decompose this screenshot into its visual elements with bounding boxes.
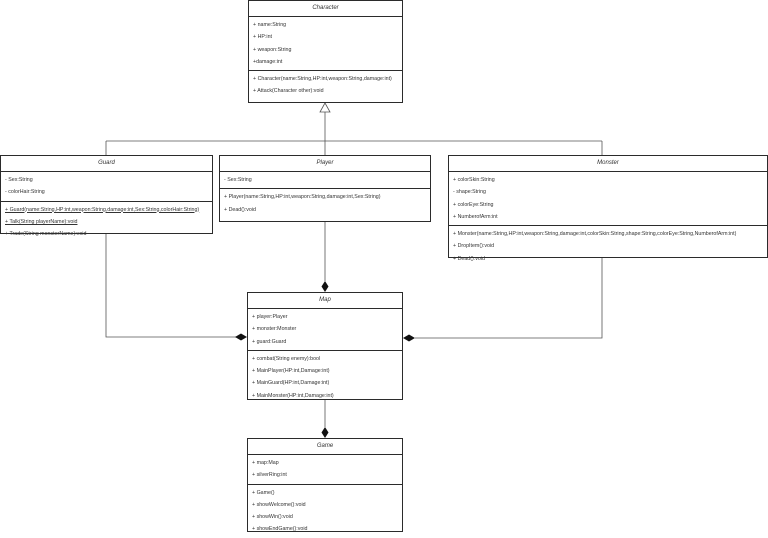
attribute: + colorEye:String: [453, 201, 494, 208]
attribute: - colorHair:String: [5, 189, 45, 196]
monster-map-diamond: [403, 334, 415, 342]
class-character[interactable]: Character + name:String + HP:int + weapo…: [248, 0, 403, 103]
attributes-section: + name:String + HP:int + weapon:String +…: [249, 17, 402, 72]
method: + showWin():void: [252, 514, 293, 521]
generalization-lines: [105, 112, 603, 155]
class-name: Character: [249, 1, 402, 17]
methods-section: + combat(String enemy):bool + MainPlayer…: [248, 351, 402, 404]
method: + combat(String enemy):bool: [252, 355, 321, 362]
attribute: + HP:int: [253, 34, 272, 41]
player-map-diamond: [321, 281, 329, 292]
class-player[interactable]: Player - Sex:String + Player(name:String…: [219, 155, 431, 222]
attribute: + player:Player: [252, 314, 288, 320]
method: + Character(name:String,HP:int,weapon:St…: [253, 76, 392, 83]
methods-section: + Monster(name:String,HP:int,weapon:Stri…: [449, 226, 767, 267]
class-name: Monster: [449, 156, 767, 172]
class-guard[interactable]: Guard - Sex:String - colorHair:String + …: [0, 155, 213, 237]
method: + Game(): [252, 489, 275, 496]
method: + MainMonster(HP:int,Damage:int): [252, 392, 334, 399]
method: + Talk(String playerName):void: [5, 218, 78, 225]
attribute: + NumberofArm:int: [453, 213, 498, 220]
class-monster[interactable]: Monster + colorSkin:String - shape:Strin…: [448, 155, 768, 262]
methods-section: + Guard(name:String,HP:int,weapon:String…: [1, 202, 212, 243]
methods-section: + Player(name:String,HP:int,weapon:Strin…: [220, 189, 430, 218]
class-game[interactable]: Game + map:Map + silverRing:int + Game()…: [247, 438, 403, 532]
guard-map-composition-line: [105, 234, 236, 338]
attribute: - shape:String: [453, 189, 486, 196]
attribute: +damage:int: [253, 58, 283, 65]
method: + MainGuard(HP:int,Damage:int): [252, 380, 330, 387]
method: + DropItem():void: [453, 243, 495, 250]
class-name: Player: [220, 156, 430, 172]
attributes-section: - Sex:String: [220, 172, 430, 190]
method: + MainPlayer(HP:int,Damage:int): [252, 368, 330, 375]
attribute: + monster:Monster: [252, 326, 297, 333]
map-game-diamond: [321, 427, 329, 438]
method: + Dead():void: [224, 206, 256, 213]
attribute: + guard:Guard: [252, 338, 287, 345]
method: + Player(name:String,HP:int,weapon:Strin…: [224, 194, 381, 201]
methods-section: + Game() + showWelcome():void + showWin(…: [248, 485, 402, 538]
attributes-section: + player:Player + monster:Monster + guar…: [248, 309, 402, 351]
attribute: + map:Map: [252, 460, 279, 466]
attributes-section: + colorSkin:String - shape:String + colo…: [449, 172, 767, 227]
attribute: - Sex:String: [224, 177, 252, 183]
method: + showEndGame():void: [252, 526, 308, 533]
attribute: + weapon:String: [253, 46, 292, 53]
methods-section: + Character(name:String,HP:int,weapon:St…: [249, 71, 402, 100]
method: + Dead():void: [453, 255, 485, 262]
class-name: Guard: [1, 156, 212, 172]
attribute: + colorSkin:String: [453, 177, 495, 183]
method: + Guard(name:String,HP:int,weapon:String…: [5, 206, 200, 213]
class-map[interactable]: Map + player:Player + monster:Monster + …: [247, 292, 403, 400]
guard-map-diamond: [235, 333, 247, 341]
attributes-section: + map:Map + silverRing:int: [248, 455, 402, 485]
method: + Trade(String monsterName):void: [5, 231, 87, 238]
attributes-section: - Sex:String - colorHair:String: [1, 172, 212, 202]
method: + showWelcome():void: [252, 501, 306, 508]
method: + Monster(name:String,HP:int,weapon:Stri…: [453, 231, 737, 238]
method: + Attack(Character other):void: [253, 88, 324, 95]
class-name: Map: [248, 293, 402, 309]
class-name: Game: [248, 439, 402, 455]
attribute: + name:String: [253, 22, 287, 28]
generalization-arrowhead: [319, 102, 331, 113]
attribute: - Sex:String: [5, 177, 33, 183]
attribute: + silverRing:int: [252, 472, 287, 479]
monster-map-composition-line: [415, 258, 603, 339]
